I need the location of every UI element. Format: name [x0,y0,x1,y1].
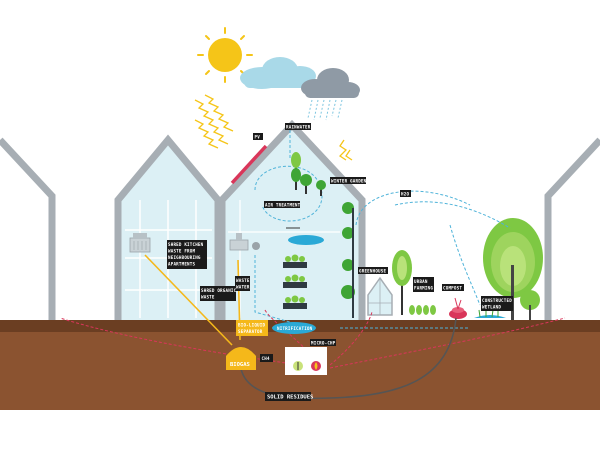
svg-text:URBAN: URBAN [414,279,428,284]
svg-text:WINTER GARDEN: WINTER GARDEN [331,179,367,184]
svg-text:NEIGHBOURING: NEIGHBOURING [168,255,201,260]
svg-text:WATER: WATER [236,285,250,290]
svg-text:CONSTRUCTED: CONSTRUCTED [482,298,512,303]
svg-text:SHRED ORGANIC: SHRED ORGANIC [201,288,237,293]
label-greenhouse: GREENHOUSE [358,267,388,274]
label-nitrification: NITRIFICATION [277,326,313,331]
wetland-icon [474,309,506,318]
svg-text:SOLID RESIDUES: SOLID RESIDUES [267,395,313,401]
label-bio-liquid-separator: BIO-LIQUID SEPARATOR [238,323,265,335]
label-constructed-wetland: CONSTRUCTED WETLAND [481,296,513,311]
label-urban-farming: URBAN FARMING [413,277,434,292]
compost-icon [449,297,467,319]
label-shred-organic-waste: SHRED ORGANIC WASTE [200,286,237,301]
svg-text:COMPOST: COMPOST [443,286,462,291]
svg-text:WETLAND: WETLAND [482,305,501,310]
svg-text:CH4: CH4 [262,356,270,361]
nitrification-tank [272,322,316,334]
label-h2o: H2O [400,190,411,197]
small-tree [520,290,540,320]
plant-shelves [283,254,307,309]
sun-rays [194,94,234,149]
label-compost: COMPOST [442,284,464,291]
right-building-outline [544,137,600,320]
label-waste-water: WASTE WATER [235,276,250,291]
cloud-icon [240,57,316,89]
air-loop-flow [254,165,323,222]
pv-panel [230,144,268,185]
label-winter-garden: WINTER GARDEN [330,177,367,184]
label-rainwater: RAINWATER [285,123,311,130]
svg-text:GREENHOUSE: GREENHOUSE [359,269,386,274]
svg-text:WASTE: WASTE [201,295,215,300]
house-main [218,119,366,320]
svg-text:PV: PV [255,135,261,140]
svg-text:BIO-LIQUID: BIO-LIQUID [238,323,265,328]
green-wall [341,202,355,318]
big-tree [483,218,543,320]
sink-icon [229,233,260,251]
svg-text:WASTE: WASTE [236,278,250,283]
svg-text:MICRO-CHP: MICRO-CHP [311,341,336,346]
water-flows [254,130,511,329]
svg-text:SHRED KITCHEN: SHRED KITCHEN [168,242,204,247]
pool-icon [288,235,324,245]
crops-row [409,305,436,315]
label-solid-residues: SOLID RESIDUES [265,392,313,401]
micro-chp-icon [285,347,327,375]
svg-text:RAINWATER: RAINWATER [286,125,311,130]
label-ch4: CH4 [260,354,273,362]
rain-cloud-icon [301,68,360,98]
label-air-treatment: AIR TREATMENT [264,201,301,208]
svg-text:WASTE FROM: WASTE FROM [168,249,195,254]
solid-residues-flow [239,317,457,400]
greenhouse-icon [367,276,393,316]
winter-garden-trees [291,152,326,196]
svg-text:SEPARATOR: SEPARATOR [238,329,263,334]
svg-text:APARTMENTS: APARTMENTS [168,262,195,267]
urban-farming-trees [392,250,412,315]
label-micro-chp: MICRO-CHP [310,339,336,346]
label-shred-kitchen-waste: SHRED KITCHEN WASTE FROM NEIGHBOURING AP… [167,240,207,269]
label-pv: PV [253,133,263,140]
svg-text:BIOGAS: BIOGAS [230,362,250,368]
bio-liquid-separator [236,320,268,336]
svg-text:AIR TREATMENT: AIR TREATMENT [265,203,301,208]
label-biogas: BIOGAS [230,362,250,368]
kitchen-shredder-icon [129,233,151,253]
sun-icon [197,27,253,83]
heat-rays-right [338,139,353,161]
svg-text:NITRIFICATION: NITRIFICATION [277,326,313,331]
rain-drops [307,99,343,121]
svg-text:H2O: H2O [401,192,409,197]
biogas-tank-icon [226,347,256,370]
svg-text:FARMING: FARMING [414,286,433,291]
left-building-outline [0,137,56,320]
